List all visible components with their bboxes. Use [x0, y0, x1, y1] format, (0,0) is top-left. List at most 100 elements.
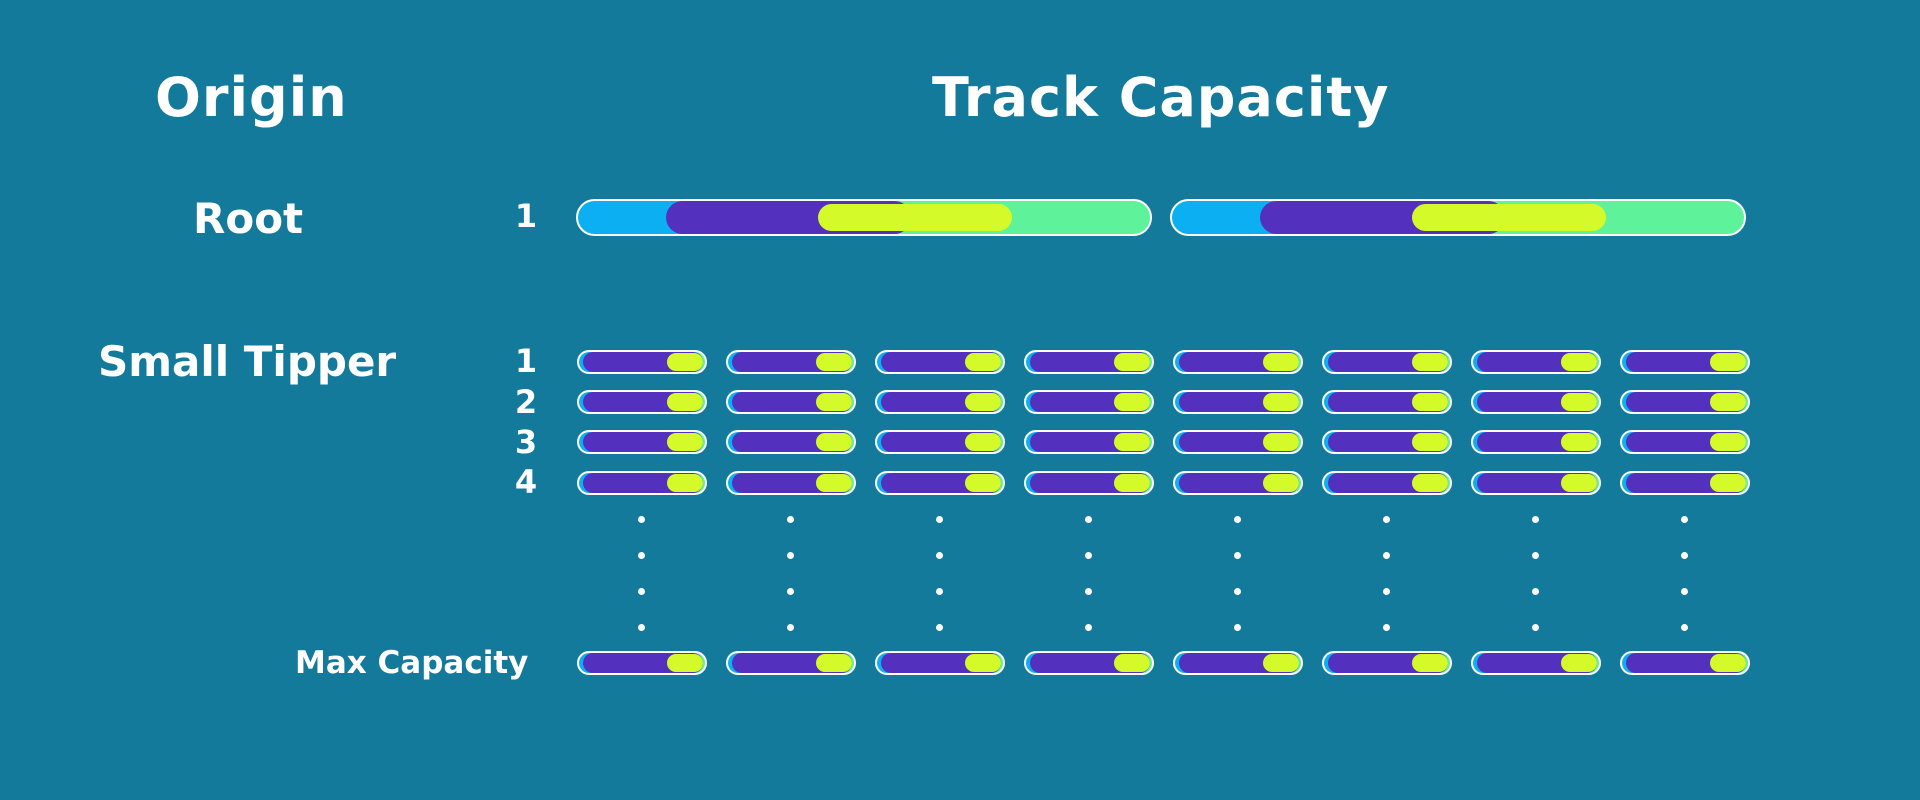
capacity-track	[875, 350, 1005, 374]
track-segment-lime	[1710, 474, 1746, 492]
ellipsis-dot	[1532, 516, 1539, 523]
ellipsis-dot	[1234, 588, 1241, 595]
root-track-2	[1170, 199, 1746, 236]
tipper-row-number: 4	[514, 463, 538, 501]
track-segment-lime	[816, 433, 852, 451]
ellipsis-dot	[638, 624, 645, 631]
ellipsis-dot	[1383, 588, 1390, 595]
ellipsis-dot	[936, 624, 943, 631]
track-segment-lime	[1114, 393, 1150, 411]
capacity-track	[1173, 350, 1303, 374]
track-segment-lime	[1561, 474, 1597, 492]
ellipsis-dot	[1532, 552, 1539, 559]
track-segment-lime	[1263, 393, 1299, 411]
ellipsis-dot	[1681, 552, 1688, 559]
capacity-track	[577, 350, 707, 374]
ellipsis-dot	[1681, 516, 1688, 523]
track-segment-lime	[667, 393, 703, 411]
track-segment-lime	[1263, 654, 1299, 672]
track-segment-lime	[1114, 654, 1150, 672]
track-segment-lime	[1561, 393, 1597, 411]
max-capacity-label: Max Capacity	[295, 645, 529, 681]
ellipsis-dot	[1383, 552, 1390, 559]
capacity-track	[1620, 651, 1750, 675]
track-capacity-heading: Track Capacity	[932, 66, 1390, 129]
track-segment-lime	[1114, 353, 1150, 371]
capacity-track	[726, 350, 856, 374]
track-segment-lime	[965, 433, 1001, 451]
track-segment-lime	[1412, 474, 1448, 492]
capacity-track	[1173, 651, 1303, 675]
track-segment-lime	[667, 433, 703, 451]
track-segment-lime	[816, 654, 852, 672]
capacity-track	[726, 471, 856, 495]
ellipsis-dot	[936, 552, 943, 559]
tipper-row-number: 3	[514, 423, 538, 461]
ellipsis-dot	[1383, 624, 1390, 631]
ellipsis-dot	[1234, 552, 1241, 559]
ellipsis-dot	[1532, 624, 1539, 631]
capacity-track	[1322, 350, 1452, 374]
capacity-track	[1024, 390, 1154, 414]
track-segment-lime	[965, 654, 1001, 672]
capacity-track	[875, 390, 1005, 414]
track-segment-lime	[1412, 654, 1448, 672]
capacity-track	[1620, 350, 1750, 374]
ellipsis-dot	[1681, 588, 1688, 595]
ellipsis-dot	[787, 624, 794, 631]
capacity-track	[1471, 390, 1601, 414]
capacity-track	[577, 651, 707, 675]
track-segment-lime	[1263, 353, 1299, 371]
capacity-track	[1173, 471, 1303, 495]
capacity-track	[726, 430, 856, 454]
ellipsis-dot	[787, 588, 794, 595]
track-segment-lime	[1561, 353, 1597, 371]
ellipsis-dot	[936, 588, 943, 595]
capacity-track	[1322, 651, 1452, 675]
ellipsis-dot	[787, 552, 794, 559]
track-segment-lime	[667, 474, 703, 492]
root-label: Root	[193, 194, 304, 243]
track-segment-lime	[1412, 204, 1606, 231]
tipper-row-number: 1	[514, 342, 538, 380]
track-segment-lime	[1710, 433, 1746, 451]
ellipsis-dot	[1085, 588, 1092, 595]
track-segment-lime	[965, 353, 1001, 371]
track-segment-lime	[965, 474, 1001, 492]
capacity-track	[1471, 651, 1601, 675]
ellipsis-dot	[1681, 624, 1688, 631]
track-segment-lime	[1412, 433, 1448, 451]
track-segment-lime	[1561, 433, 1597, 451]
origin-heading: Origin	[155, 66, 348, 129]
capacity-track	[1024, 471, 1154, 495]
ellipsis-dot	[1085, 516, 1092, 523]
ellipsis-dot	[638, 552, 645, 559]
track-segment-lime	[667, 353, 703, 371]
track-segment-lime	[1114, 433, 1150, 451]
track-segment-lime	[1710, 393, 1746, 411]
ellipsis-dot	[638, 588, 645, 595]
track-segment-lime	[1561, 654, 1597, 672]
capacity-track	[875, 651, 1005, 675]
ellipsis-dot	[1085, 624, 1092, 631]
capacity-track	[1620, 430, 1750, 454]
capacity-track	[1173, 390, 1303, 414]
capacity-track	[875, 430, 1005, 454]
track-segment-lime	[818, 204, 1012, 231]
ellipsis-dot	[638, 516, 645, 523]
capacity-track	[1024, 350, 1154, 374]
tipper-row-number: 2	[514, 383, 538, 421]
capacity-track	[1322, 471, 1452, 495]
track-segment-lime	[667, 654, 703, 672]
capacity-track	[577, 430, 707, 454]
track-segment-lime	[816, 474, 852, 492]
capacity-track	[1620, 390, 1750, 414]
ellipsis-dot	[1383, 516, 1390, 523]
capacity-track	[1322, 430, 1452, 454]
track-segment-lime	[1263, 433, 1299, 451]
small-tipper-label: Small Tipper	[98, 337, 397, 386]
track-segment-lime	[965, 393, 1001, 411]
capacity-track	[1173, 430, 1303, 454]
capacity-track	[1322, 390, 1452, 414]
ellipsis-dot	[787, 516, 794, 523]
